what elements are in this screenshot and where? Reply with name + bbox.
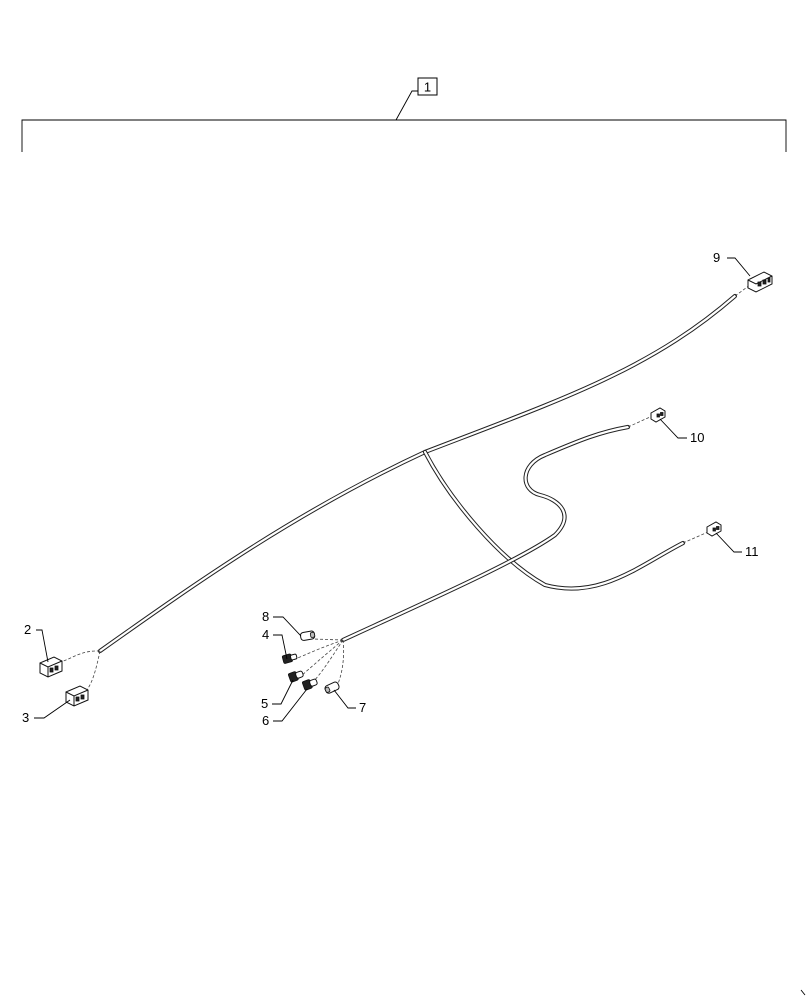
terminal-8-icon — [299, 630, 316, 641]
wire-leads — [59, 284, 751, 693]
callout-7: 7 — [359, 700, 366, 715]
main-trunk-cable — [97, 293, 738, 654]
terminal-4-icon — [281, 653, 298, 664]
branch-cable-10 — [340, 424, 631, 643]
assembly-label-box — [417, 77, 438, 96]
callout-10: 10 — [690, 430, 704, 445]
connector-3-icon — [65, 685, 89, 707]
callout-3: 3 — [22, 710, 29, 725]
callout-6: 6 — [262, 713, 269, 728]
callout-5: 5 — [261, 696, 268, 711]
branch-cable-11 — [422, 449, 686, 591]
callout-leaders — [34, 257, 751, 722]
terminal-7-icon — [324, 681, 340, 694]
connector-10-icon — [650, 407, 666, 423]
callout-8: 8 — [262, 609, 269, 624]
callout-9: 9 — [713, 250, 720, 265]
assembly-label: 1 — [424, 80, 431, 95]
connector-11-icon — [706, 521, 722, 537]
callout-4: 4 — [262, 627, 269, 642]
callout-11: 11 — [745, 544, 759, 559]
callout-2: 2 — [24, 622, 31, 637]
assembly-bracket: 1 — [21, 77, 787, 152]
terminal-6-icon — [302, 678, 318, 691]
connector-9-icon — [747, 271, 773, 293]
corner-mark — [800, 989, 806, 996]
connector-2-icon — [39, 656, 63, 678]
terminal-5-icon — [288, 670, 304, 683]
